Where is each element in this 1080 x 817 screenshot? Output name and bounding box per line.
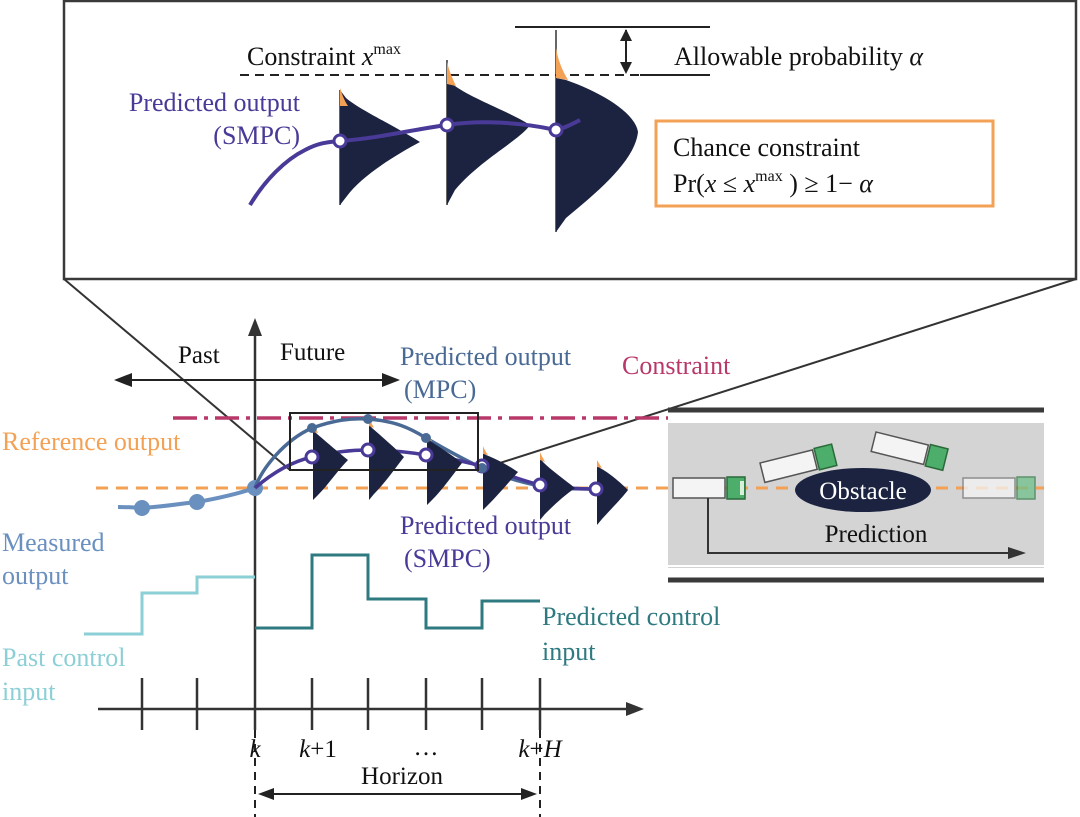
- zoom-allowable-text: Allowable probability α: [674, 42, 924, 71]
- chance-constraint-formula: Pr(x ≤ xmax ) ≥ 1− α: [673, 168, 874, 198]
- obstacle-truck-2-icon: [870, 431, 949, 472]
- zoom-constraint-text: Constraint xmax: [247, 41, 401, 71]
- road-scene: Obstacle Prediction: [668, 407, 1044, 583]
- zoom-predicted-line2: (SMPC): [213, 121, 300, 150]
- prediction-arrow: [707, 498, 1012, 554]
- future-label: Future: [280, 339, 345, 366]
- tick-label-dots: …: [414, 734, 439, 761]
- constraint-label: Constraint: [622, 351, 731, 380]
- mpc-point-2: [363, 414, 373, 424]
- mpc-label-line2: (MPC): [404, 375, 476, 404]
- smpc-label-line2: (SMPC): [404, 544, 491, 573]
- time-axis-arrow: [626, 702, 644, 716]
- zoom-point-1: [332, 133, 348, 149]
- measured-point-2: [189, 494, 205, 510]
- zoom-selection-box: [289, 412, 479, 471]
- predicted-control-label-line1: Predicted control: [542, 602, 720, 631]
- zoom-predicted-line1: Predicted output: [129, 88, 301, 117]
- zoom-point-3: [548, 122, 564, 138]
- future-arrow-head: [382, 373, 400, 387]
- prediction-arrow-head: [1008, 547, 1026, 559]
- smpc-point-6: [588, 481, 604, 497]
- horizon-label: Horizon: [361, 763, 443, 790]
- prediction-label: Prediction: [825, 521, 928, 548]
- smpc-label-line1: Predicted output: [400, 511, 572, 540]
- mpc-point-1: [307, 423, 317, 433]
- measured-label-line2: output: [2, 561, 69, 590]
- chance-constraint-box: [654, 119, 995, 208]
- horizon-arrow-left-head: [258, 788, 274, 800]
- zoom-point-2: [439, 117, 455, 133]
- past-label: Past: [178, 342, 220, 369]
- allowable-arrow-head-up: [620, 29, 632, 41]
- obstacle-truck-1-icon: [759, 443, 838, 484]
- past-arrow-head: [114, 373, 132, 387]
- tick-label-k1: k+1: [299, 736, 337, 763]
- tick-label-kh: k+H: [518, 736, 563, 763]
- smpc-point-3: [418, 447, 434, 463]
- mpc-label-line1: Predicted output: [400, 342, 572, 371]
- vertical-axis-arrow: [248, 318, 262, 336]
- past-control-label-line1: Past control: [2, 643, 126, 672]
- zoom-connector-right: [477, 278, 1077, 471]
- horizon-arrow-right-head: [521, 788, 537, 800]
- predicted-truck-icon: [962, 476, 1036, 500]
- allowable-arrow-head-down: [620, 62, 632, 74]
- reference-output-label: Reference output: [2, 427, 181, 456]
- predicted-control-label-line2: input: [542, 637, 596, 666]
- ego-truck-icon: [672, 476, 746, 500]
- mpc-point-3: [421, 433, 431, 443]
- zoom-inset: Constraint xmax Allowable probability α …: [62, 0, 1078, 281]
- chance-constraint-title: Chance constraint: [673, 133, 861, 162]
- obstacle-ellipse: [795, 468, 931, 512]
- measured-output-curve: [117, 486, 256, 511]
- measured-point-1: [134, 500, 150, 516]
- smpc-point-1: [304, 449, 320, 465]
- predicted-control-input-line: [255, 553, 540, 630]
- smpc-point-5: [532, 477, 548, 493]
- time-ticks: [140, 678, 542, 730]
- measured-label-line1: Measured: [2, 528, 105, 557]
- obstacle-label: Obstacle: [819, 478, 906, 505]
- past-control-input-line: [84, 575, 255, 636]
- main-distributions: [313, 418, 628, 525]
- tick-label-k: k: [249, 736, 261, 763]
- zoom-connector-left: [63, 278, 291, 471]
- mpc-point-4: [477, 463, 487, 473]
- smpc-point-2: [360, 442, 376, 458]
- past-control-label-line2: input: [2, 677, 56, 706]
